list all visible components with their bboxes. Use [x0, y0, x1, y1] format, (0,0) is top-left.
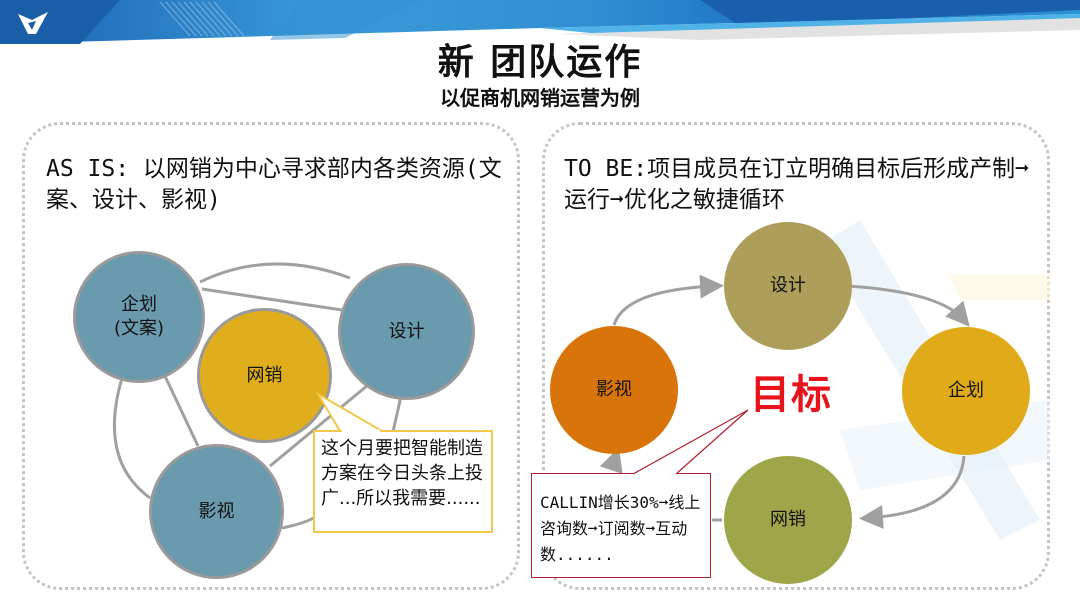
node-label: 影视 [596, 379, 632, 400]
as-is-node-video: 影视 [149, 444, 284, 579]
company-logo-icon [16, 10, 50, 38]
header-banner [0, 0, 1080, 48]
node-label: 网销 [770, 509, 806, 530]
to-be-node-design: 设计 [724, 222, 852, 350]
to-be-node-online-sales: 网销 [724, 456, 852, 584]
as-is-node-design: 设计 [338, 263, 475, 400]
goal-label: 目标 [750, 372, 832, 418]
node-label: 影视 [198, 500, 235, 522]
to-be-node-video: 影视 [550, 326, 678, 454]
to-be-panel [542, 122, 1050, 590]
as-is-heading: AS IS: 以网销为中心寻求部内各类资源(文案、设计、影视) [46, 156, 502, 213]
node-label: 设计 [388, 320, 425, 342]
as-is-panel [22, 122, 520, 590]
as-is-callout: 这个月要把智能制造方案在今日头条上投广...所以我需要...... [313, 430, 493, 533]
node-label: 企划 [120, 294, 157, 315]
title-block: 新 团队运作 以促商机网销运营为例 [0, 40, 1080, 110]
to-be-heading: TO BE:项目成员在订立明确目标后形成产制➞运行➞优化之敏捷循环 [564, 156, 1029, 213]
page-subtitle: 以促商机网销运营为例 [440, 86, 640, 110]
node-label: 企划 [948, 380, 984, 401]
as-is-node-planning: 企划 (文案) [73, 251, 205, 383]
node-label: 设计 [770, 275, 806, 296]
node-label: 网销 [246, 364, 283, 386]
node-sublabel: (文案) [113, 318, 165, 339]
page-title: 新 团队运作 [437, 42, 643, 83]
as-is-node-online-sales: 网销 [197, 308, 332, 443]
to-be-node-planning: 企划 [902, 327, 1030, 455]
to-be-callout: CALLIN增长30%➞线上咨询数➞订阅数➞互动数...... [531, 473, 711, 578]
